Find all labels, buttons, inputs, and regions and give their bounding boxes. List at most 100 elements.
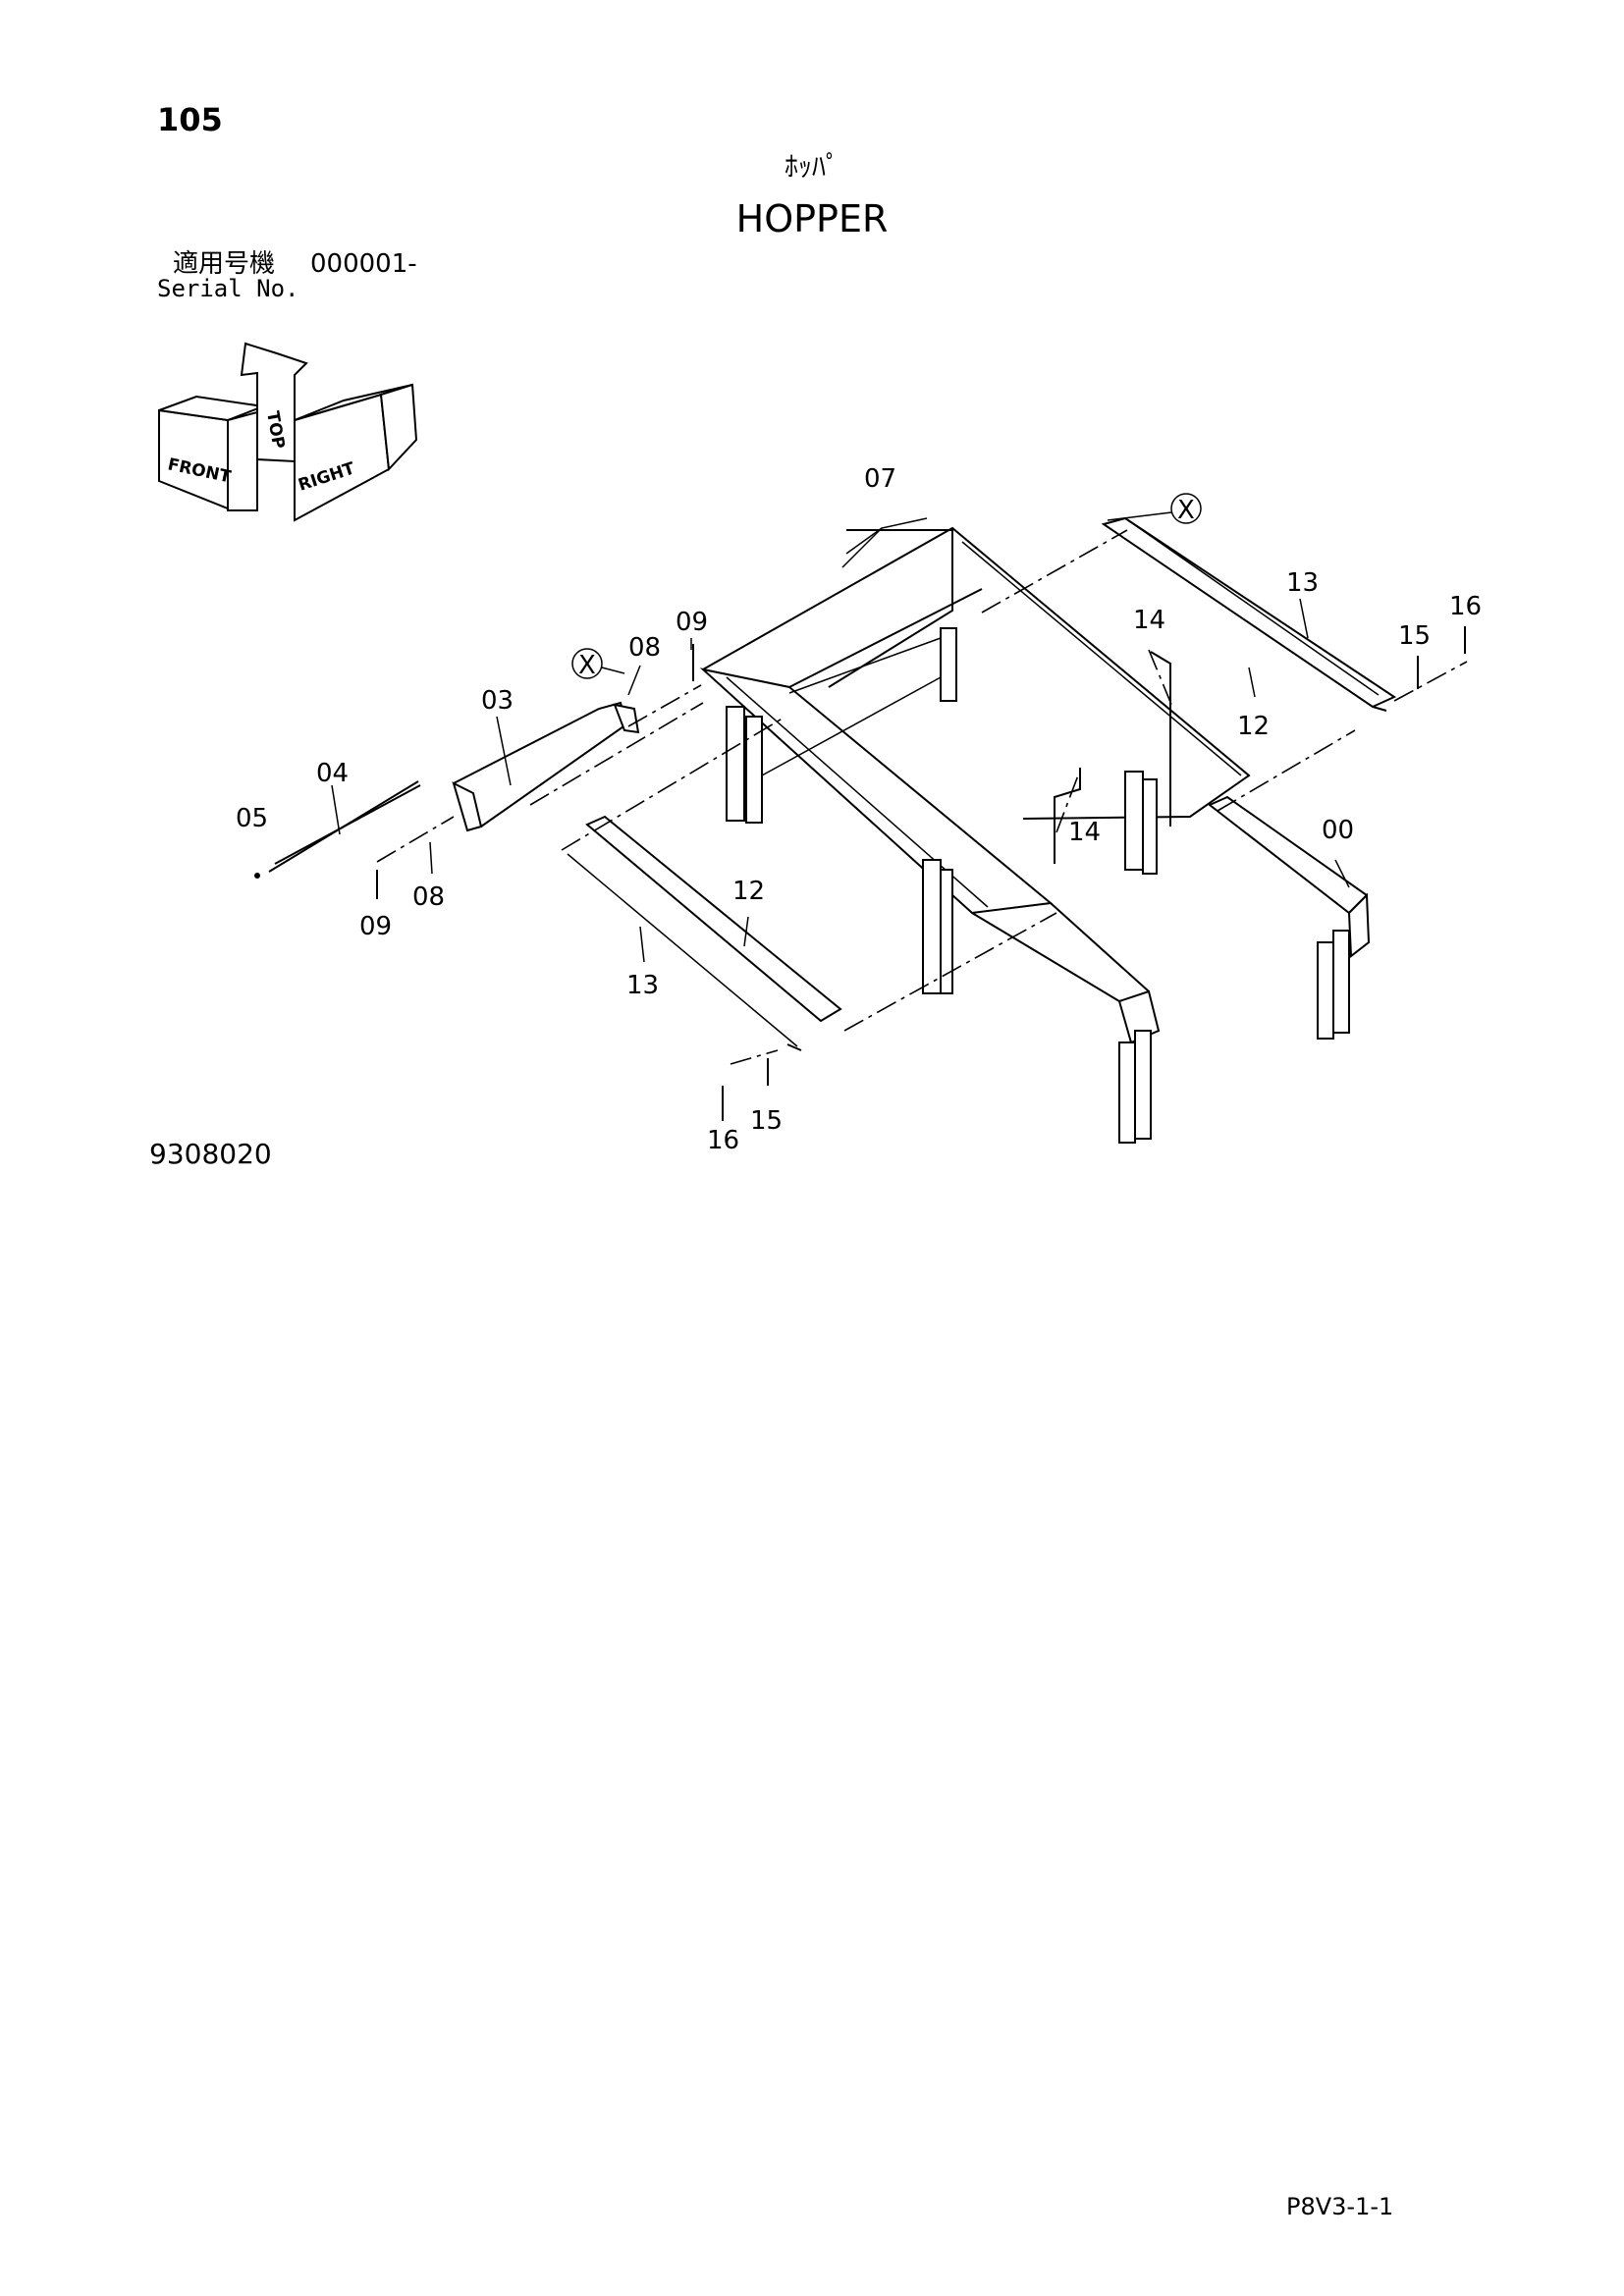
callout-00: 00 (1322, 816, 1354, 845)
callout-12-left: 12 (732, 877, 765, 906)
cover-plate-03 (452, 701, 628, 828)
leg-front-left-a (726, 706, 745, 822)
assembly-line-left-rail (561, 716, 786, 851)
callout-09-upper: 09 (676, 608, 708, 637)
assembly-line-rod (376, 816, 455, 863)
leader-03 (496, 716, 512, 786)
title-japanese: ﾎｯﾊﾟ (784, 150, 839, 183)
serial-value: 000001- (310, 249, 417, 279)
right-side-rail-plate (1101, 516, 1397, 709)
callout-13-left: 13 (626, 971, 659, 1000)
leader-08-top (627, 665, 641, 696)
rod-04-edge (274, 784, 421, 865)
serial-label-japanese: 適用号機 (173, 249, 276, 279)
x-marker-leader-a (601, 667, 625, 674)
leg-front-left-b (745, 716, 763, 824)
assembly-line-bolt-left (730, 1049, 779, 1065)
leader-12-right (1248, 667, 1256, 698)
leg-center-a (922, 859, 942, 994)
callout-14-center: 14 (1068, 818, 1101, 847)
leader-08-bottom (429, 841, 433, 875)
cover-bracket-upper-08 (613, 703, 640, 734)
leader-00 (1334, 859, 1350, 888)
leg-center-b (940, 869, 953, 994)
leader-07 (841, 517, 928, 568)
pin-05 (254, 873, 260, 879)
callout-03: 03 (481, 686, 514, 716)
assembly-line-14-upper (1148, 649, 1173, 708)
assembly-line-right-rail-lower (1217, 729, 1356, 812)
brace-back (788, 637, 942, 694)
left-side-rail (567, 815, 842, 1051)
bolt-14-center (1054, 768, 1081, 864)
leg-right-b (1142, 778, 1158, 875)
callout-07: 07 (864, 464, 896, 494)
fasteners (376, 626, 1466, 1121)
leader-lines (331, 517, 1350, 963)
callout-05: 05 (236, 804, 268, 833)
x-marker-circle-b (1170, 493, 1202, 524)
assembly-line-cover-to-frame (627, 684, 702, 727)
leg-front-right-b (1134, 1030, 1152, 1140)
bolt-14-right (1150, 651, 1171, 827)
frame-top-rim (702, 526, 1251, 820)
frame-front-beam-top (1050, 902, 1150, 992)
frame-right-beam (1208, 795, 1369, 915)
orientation-indicator: FRONT RIGHT TOP (158, 342, 418, 522)
callout-12-right: 12 (1237, 712, 1270, 741)
callout-16-right: 16 (1449, 592, 1482, 621)
right-side-rail-bolt (1372, 706, 1387, 712)
leader-04 (331, 784, 341, 835)
x-marker-label-a: X (578, 651, 596, 680)
x-marker-circle-a (571, 648, 603, 679)
page-number: 105 (157, 101, 223, 138)
assembly-lines (376, 529, 1468, 1065)
assembly-line-bolt-right (1393, 661, 1468, 702)
cover-assembly (254, 701, 640, 879)
hopper-frame (699, 526, 1371, 1144)
left-side-rail-lower-edge (567, 853, 798, 1047)
right-side-rail-edge (1124, 517, 1380, 696)
orientation-center-face (227, 410, 258, 511)
figure-number: 9308020 (149, 1138, 272, 1170)
left-side-rail-bolt (786, 1043, 802, 1051)
x-marker-label-b: X (1177, 496, 1195, 525)
brace-left (761, 676, 942, 776)
leader-07-split (845, 527, 883, 555)
part-callouts: 07 08 09 03 04 05 08 09 13 14 15 16 12 1… (236, 464, 1482, 1155)
callout-14-right: 14 (1133, 606, 1165, 635)
frame-front-beam-bottom (971, 912, 1120, 1002)
callout-04: 04 (316, 759, 349, 788)
assembly-line-cover-lower (529, 702, 704, 806)
cover-bracket-08 (452, 781, 483, 832)
callout-15-left: 15 (750, 1106, 783, 1136)
title-english: HOPPER (735, 197, 889, 240)
right-side-rail (1101, 516, 1397, 712)
leader-13-right (1299, 598, 1309, 639)
assembly-line-right-rail (981, 529, 1128, 614)
serial-label-english: Serial No. (157, 275, 299, 302)
leg-far-right-b (1332, 930, 1350, 1034)
callout-16-left: 16 (707, 1126, 739, 1155)
leader-13-left (639, 926, 645, 963)
leader-12-left (743, 916, 749, 947)
callout-15-right: 15 (1398, 621, 1431, 651)
left-side-rail-plate (585, 815, 842, 1023)
callout-08-upper: 08 (628, 633, 661, 663)
x-marker-leader-b (1107, 511, 1172, 521)
assembly-line-14-lower (1056, 774, 1079, 833)
callout-09-lower: 09 (359, 912, 392, 941)
callout-13-right: 13 (1286, 568, 1319, 598)
leg-back-a (940, 627, 957, 702)
orientation-right-side (379, 383, 418, 472)
frame-inner-right-edge (961, 541, 1242, 776)
assembly-line-left-rail-lower (843, 912, 1057, 1032)
frame-right-beam-end (1347, 892, 1371, 958)
callout-08-lower: 08 (412, 882, 445, 912)
back-plate-07 (828, 529, 953, 688)
leg-front-right-a (1118, 1041, 1136, 1144)
page-code: P8V3-1-1 (1286, 2193, 1394, 2220)
leg-far-right-a (1317, 941, 1334, 1040)
x-markers: X X (571, 493, 1202, 680)
